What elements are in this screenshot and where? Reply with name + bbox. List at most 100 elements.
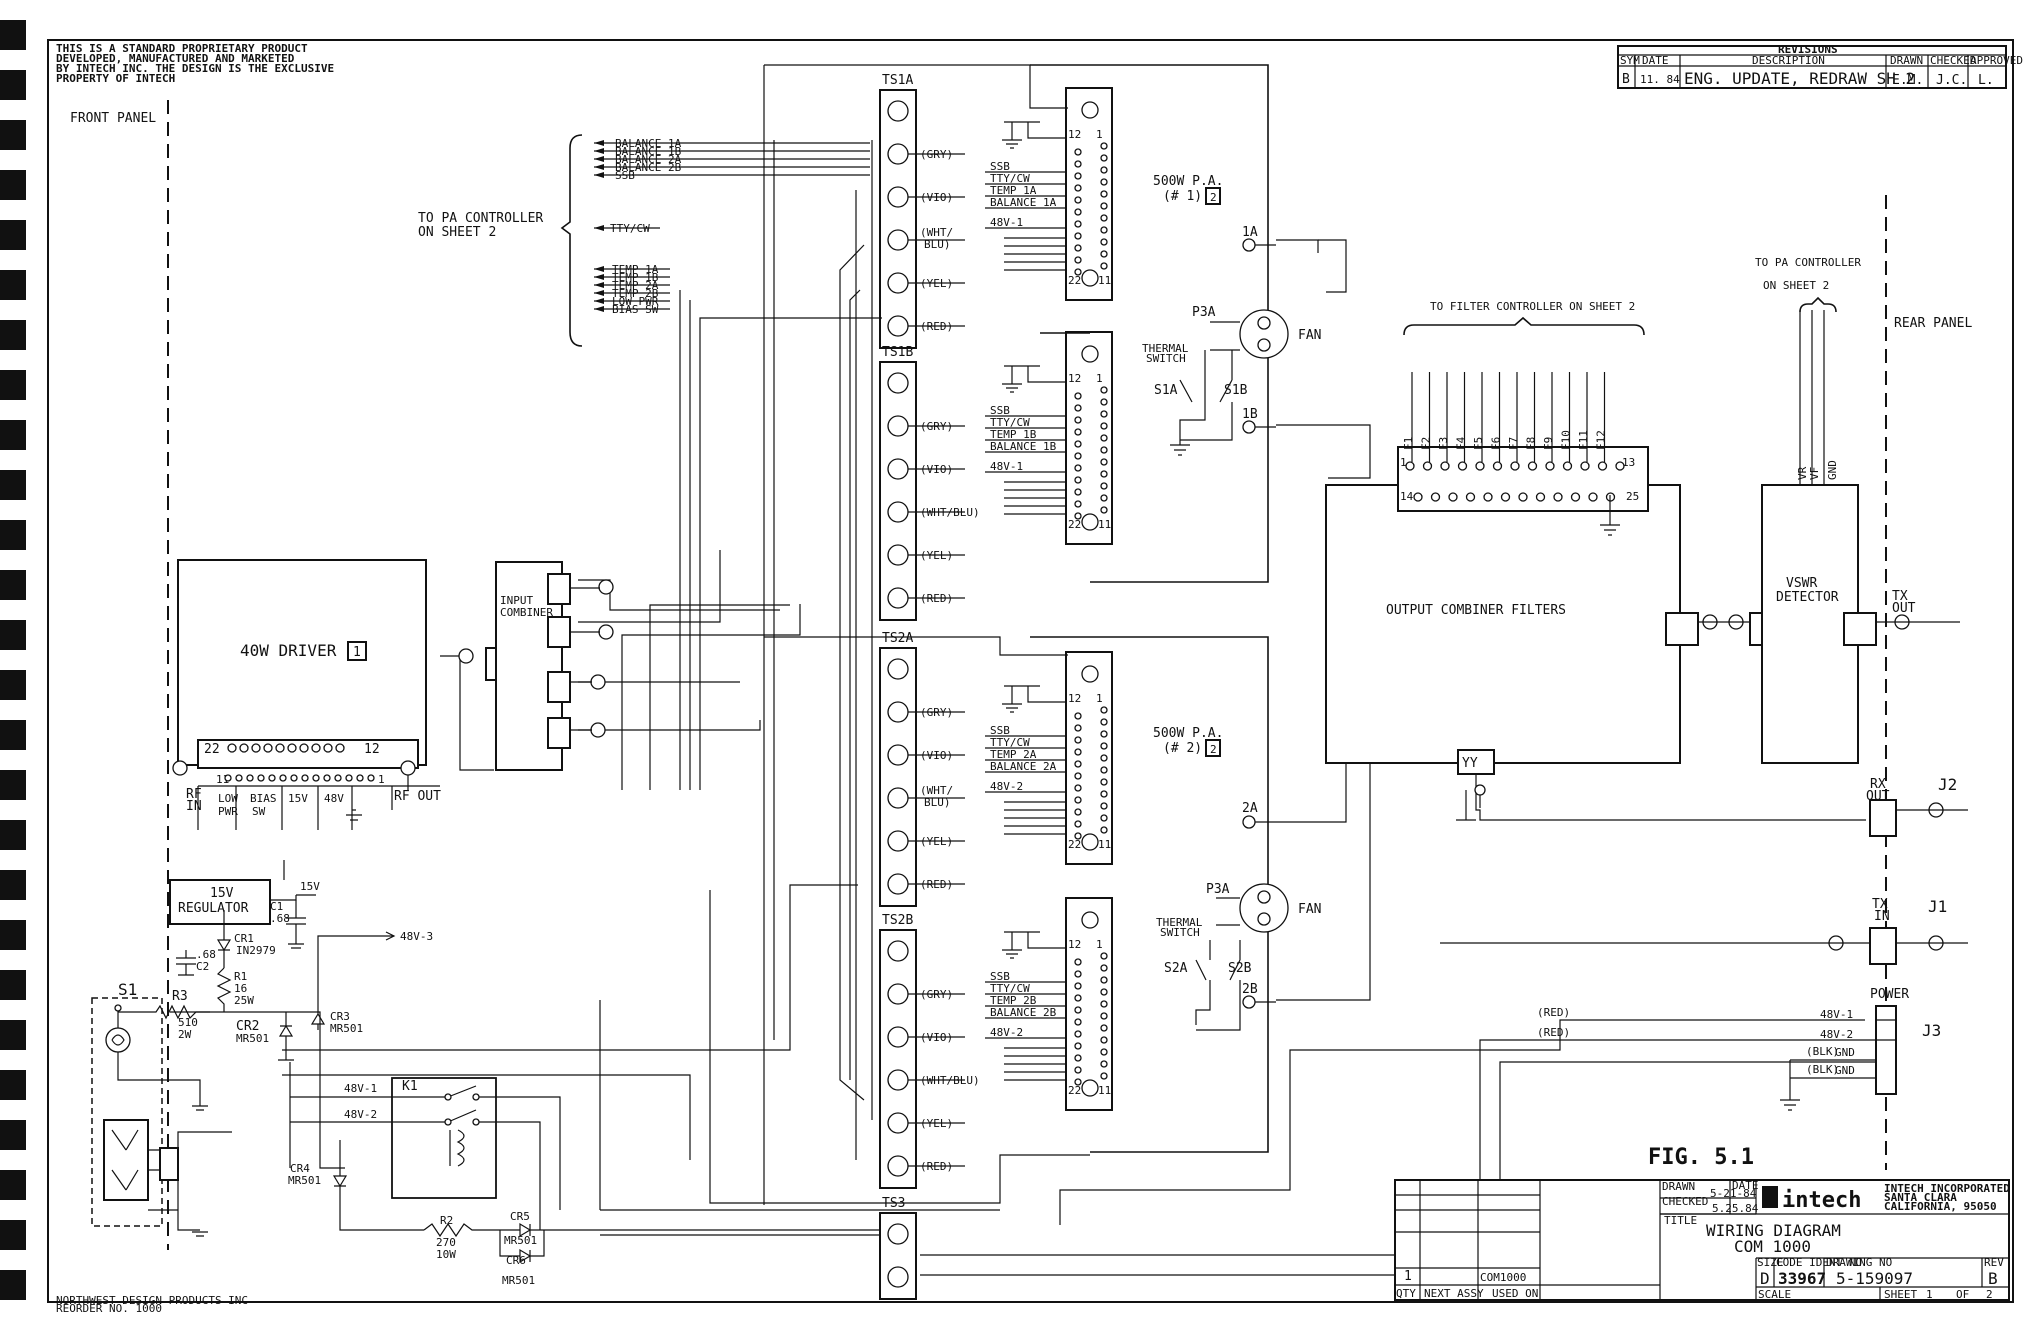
proprietary-notice: THIS IS A STANDARD PROPRIETARY PRODUCT D… (56, 42, 334, 85)
pin (1553, 492, 1563, 502)
svg-text:(# 2): (# 2) (1163, 741, 1202, 756)
pin (1100, 730, 1108, 738)
svg-text:1A: 1A (1242, 225, 1258, 240)
svg-text:REV: REV (1984, 1256, 2004, 1269)
terminal-screw (887, 1266, 909, 1288)
bus-label: LOW PWR (612, 295, 659, 308)
pin (1074, 416, 1082, 424)
svg-text:1: 1 (353, 645, 361, 660)
svg-text:1: 1 (378, 773, 385, 786)
svg-text:COMBINER: COMBINER (500, 606, 553, 619)
svg-text:SWITCH: SWITCH (1160, 926, 1200, 939)
pin (1100, 386, 1108, 394)
pin (224, 774, 232, 782)
pin (1074, 1018, 1082, 1026)
pin (299, 743, 309, 753)
svg-text:P3A: P3A (1192, 305, 1216, 320)
pin-label: 22 (1068, 518, 1081, 531)
binding-mark (0, 120, 26, 150)
svg-text:(BLK): (BLK) (1806, 1045, 1839, 1058)
front-panel-label: FRONT PANEL (70, 111, 156, 126)
pin (1074, 172, 1082, 180)
pin (1074, 160, 1082, 168)
bus-label: TEMP 1A (612, 263, 659, 276)
binding-mark (0, 1170, 26, 1200)
svg-text:IN: IN (1874, 909, 1890, 924)
pin-label: 11 (1098, 518, 1111, 531)
pin (1465, 492, 1476, 502)
connector-hole (1081, 345, 1099, 363)
wire-color-label: BLU) (924, 238, 951, 251)
svg-text:ENG. UPDATE, REDRAW SH 2: ENG. UPDATE, REDRAW SH 2 (1684, 69, 1915, 88)
filter-pin-label: F10 (1560, 430, 1573, 450)
svg-text:13: 13 (1622, 456, 1635, 469)
svg-text:POWER: POWER (1870, 987, 1909, 1002)
15v-regulator (169, 879, 271, 925)
svg-text:1: 1 (1926, 1288, 1933, 1301)
pin (1510, 461, 1520, 471)
pin (1100, 458, 1108, 466)
pin (1100, 826, 1108, 834)
pin (268, 774, 276, 782)
binding-marks (0, 20, 26, 1300)
ground-icon (1002, 121, 1066, 149)
terminal-screw (887, 701, 909, 723)
pin-label: 12 (1068, 128, 1081, 141)
terminal-screw (887, 658, 909, 680)
terminal-screw (887, 1112, 909, 1134)
pin (1074, 832, 1082, 840)
svg-text:.68: .68 (196, 948, 216, 961)
filter-pin-label: F1 (1402, 437, 1415, 450)
svg-text:CR6: CR6 (506, 1254, 526, 1267)
svg-text:INTECH INCORPORATED: INTECH INCORPORATED (1884, 1182, 2010, 1195)
svg-text:TITLE: TITLE (1664, 1214, 1697, 1227)
pin (287, 743, 297, 753)
pa-signal-label: SSB (990, 160, 1010, 173)
pin (1074, 404, 1082, 412)
pin-label: 12 (1068, 938, 1081, 951)
pin (1074, 488, 1082, 496)
pin (1074, 772, 1082, 780)
svg-text:2: 2 (1210, 743, 1217, 756)
svg-text:510: 510 (178, 1016, 198, 1029)
binding-mark (0, 1220, 26, 1250)
binding-mark (0, 770, 26, 800)
pin-label: 1 (1096, 692, 1103, 705)
wire-color-label: (WHT/ (920, 226, 953, 239)
pin (1074, 1030, 1082, 1038)
binding-mark (0, 1120, 26, 1150)
title-block: 1 COM1000 QTY NEXT ASSY USED ON DRAWN DA… (1394, 1179, 2010, 1301)
pa1-module: 500W P.A. (# 1) 2 (1153, 174, 1223, 205)
filter-pin-label: F6 (1490, 437, 1503, 450)
bus-label: TEMP 2B (612, 287, 659, 300)
arrow-icon (594, 274, 604, 280)
terminal-block (879, 361, 917, 621)
pin (263, 743, 273, 753)
svg-text:48V-3: 48V-3 (400, 930, 433, 943)
bus-label: TEMP 1B (612, 271, 659, 284)
pin (1422, 461, 1433, 471)
pa-signal-label: TEMP 2B (990, 994, 1037, 1007)
pin (1074, 712, 1082, 720)
bus-label: BALANCE 1B (615, 145, 682, 158)
svg-text:REGULATOR: REGULATOR (178, 901, 249, 916)
arrow-icon (594, 164, 604, 170)
svg-text:R1: R1 (234, 970, 247, 983)
svg-text:DETECTOR: DETECTOR (1776, 590, 1839, 605)
pa-signal-label: TEMP 2A (990, 748, 1037, 761)
pin (1100, 952, 1108, 960)
svg-text:33967: 33967 (1778, 1269, 1826, 1288)
terminal-screw (887, 983, 909, 1005)
pin (1074, 1042, 1082, 1050)
strip-label: TS2A (882, 631, 913, 646)
pin (1074, 736, 1082, 744)
svg-text:ON SHEET 2: ON SHEET 2 (418, 225, 496, 240)
svg-text:C2: C2 (196, 960, 209, 973)
pin (1100, 1060, 1108, 1068)
svg-text:S2B: S2B (1228, 961, 1252, 976)
svg-text:THIS IS A STANDARD PROPRIETARY: THIS IS A STANDARD PROPRIETARY PRODUCT (56, 42, 308, 55)
pin (1100, 1048, 1108, 1056)
pin (1615, 461, 1625, 471)
svg-text:J.C.: J.C. (1936, 73, 1967, 88)
pin (1545, 461, 1555, 471)
